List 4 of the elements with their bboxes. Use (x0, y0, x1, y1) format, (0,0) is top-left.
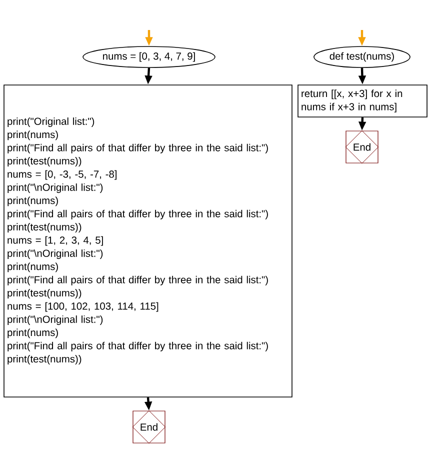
process-box: return [[x, x+3] for x in nums if x+3 in nums] (298, 84, 428, 118)
process-box: print("Original list:") print(nums) print("Find all pairs of that differ by three in the said list:") print(test(nums)) nums = [0, -3, -5, -7, -8] print("\nOriginal list:") print(nums) print("Find all pairs of that differ by three in the said list:") print(test(nums)) nums = [1, 2, 3, 4, 5] print("\nOriginal list:") print(nums) print("Find all pairs of that differ by three in the said list:") print(test(nums)) nums = [100, 102, 103, 114, 115] print("\nOriginal list:") print(nums) print("Find all pairs of that differ by three in the said list:") print(test(nums)) (4, 84, 292, 398)
end-terminal: End (345, 130, 379, 164)
end-terminal: End (132, 410, 166, 444)
